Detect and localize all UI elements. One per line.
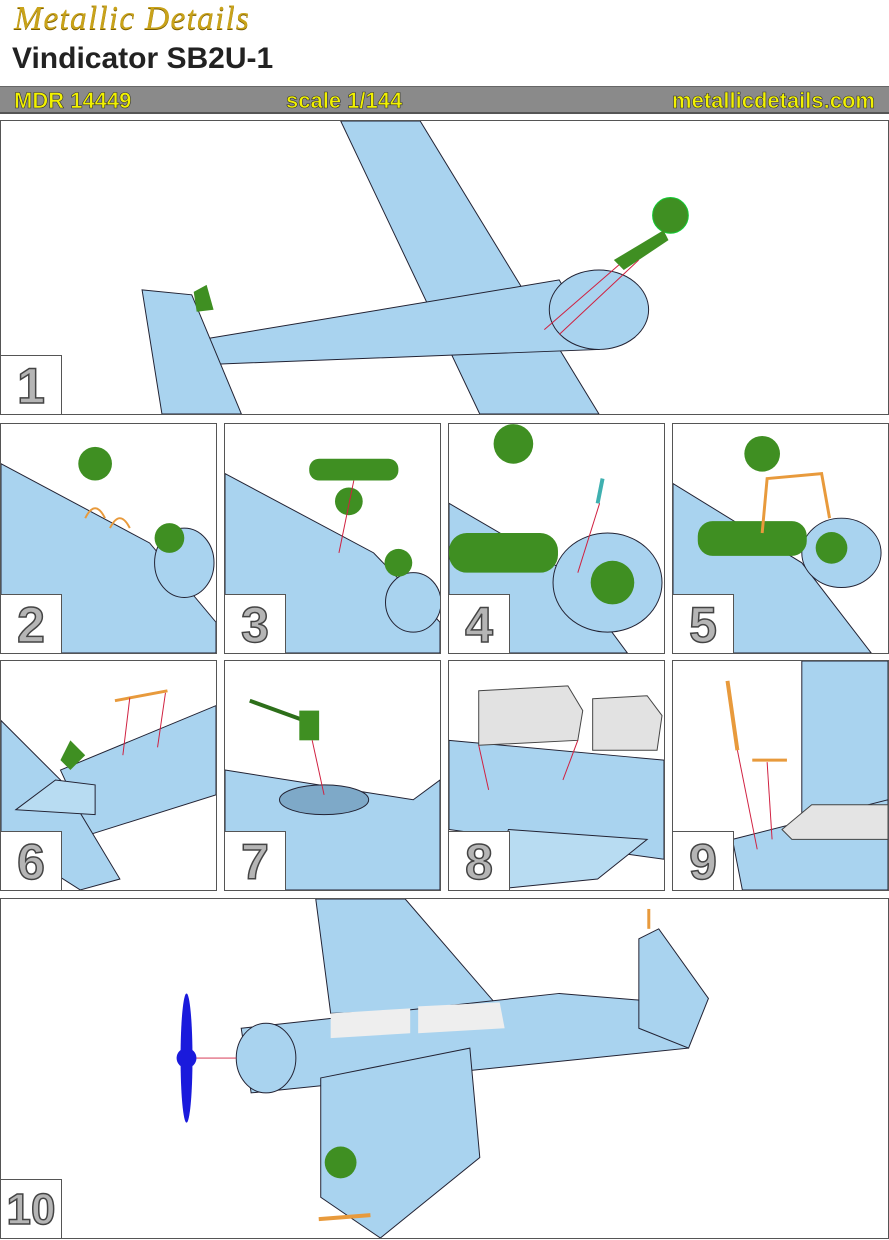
scale-label: scale 1/144 xyxy=(286,88,403,114)
step-number: 2 xyxy=(1,594,62,653)
step-number: 4 xyxy=(449,594,510,653)
step-panel-8: 8 xyxy=(448,660,665,891)
website-label: metallicdetails.com xyxy=(672,88,876,114)
step-number: 10 xyxy=(1,1179,62,1238)
step-panel-10: 10 xyxy=(0,898,889,1239)
aircraft-illustration xyxy=(176,899,710,1238)
step-panel-2: 2 xyxy=(0,423,217,654)
step-panel-5: 5 xyxy=(672,423,889,654)
step-panel-7: 7 xyxy=(224,660,441,891)
aircraft-illustration xyxy=(141,121,689,414)
step-panel-3: 3 xyxy=(224,423,441,654)
step-panel-1: 1 xyxy=(0,120,889,415)
page-title: Vindicator SB2U-1 xyxy=(12,42,274,75)
step-number: 1 xyxy=(1,355,62,414)
aircraft-illustration xyxy=(725,661,888,890)
step-number: 8 xyxy=(449,831,510,890)
step-panel-4: 4 xyxy=(448,423,665,654)
step-panel-9: 9 xyxy=(672,660,889,891)
product-code: MDR 14449 xyxy=(14,88,132,114)
step-number: 3 xyxy=(225,594,286,653)
aircraft-illustration xyxy=(449,685,664,890)
brand-logo: Metallic Details xyxy=(14,0,251,37)
info-banner: MDR 14449 scale 1/144 metallicdetails.co… xyxy=(0,86,889,114)
step-number: 9 xyxy=(673,831,734,890)
step-number: 5 xyxy=(673,594,734,653)
step-number: 6 xyxy=(1,831,62,890)
step-panel-6: 6 xyxy=(0,660,217,891)
step-number: 7 xyxy=(225,831,286,890)
